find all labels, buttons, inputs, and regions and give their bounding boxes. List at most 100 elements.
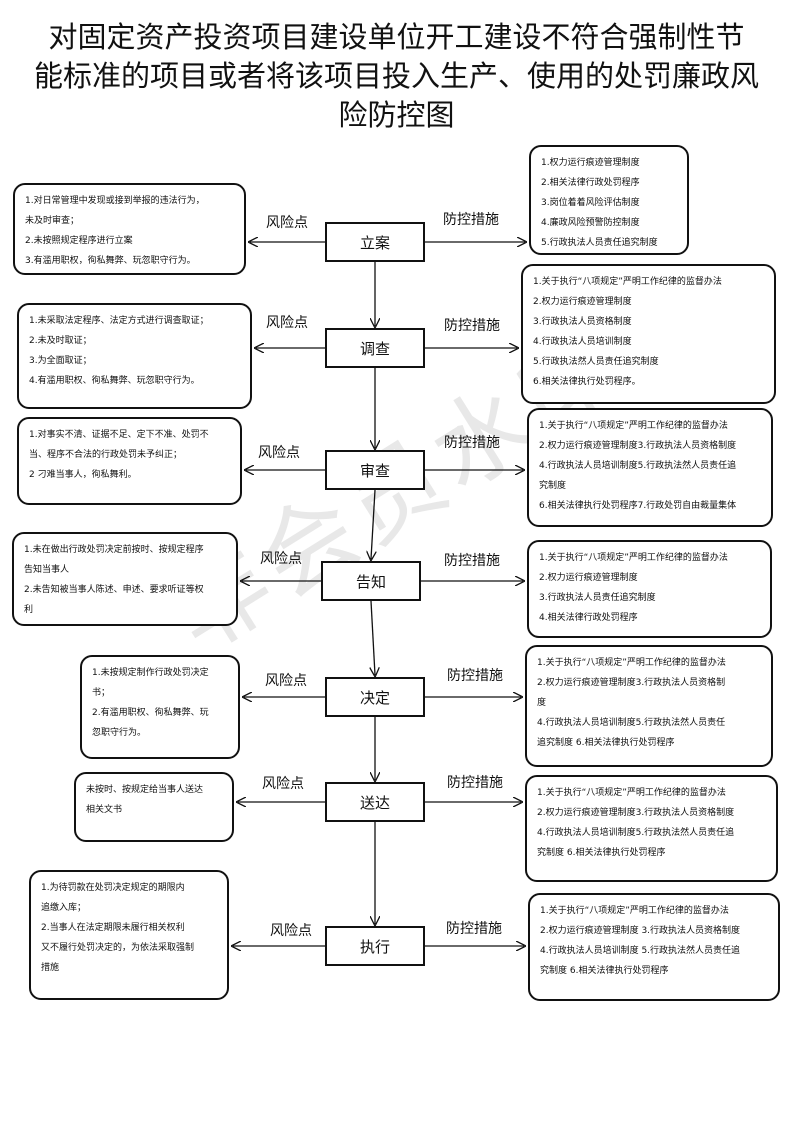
control-item: 4.行政执法人员培训制度 [533,337,632,347]
risk-item: 1.未采取法定程序、法定方式进行调查取证； [29,316,209,326]
risk-item: 未按时、按规定给当事人送达 [86,785,204,795]
control-label: 防控措施 [446,921,502,937]
flow-arrow [371,600,375,675]
control-item: 2.权力运行痕迹管理制度 [539,573,638,583]
control-label: 防控措施 [444,553,500,569]
step-name: 调查 [359,339,390,358]
control-item: 究制度 6.相关法律执行处罚程序 [537,848,666,858]
risk-item: 1.为待罚款在处罚决定规定的期限内 [41,883,185,893]
control-label: 防控措施 [444,435,500,451]
risk-item: 2.未告知被当事人陈述、申述、要求听证等权 [24,585,204,595]
title-line: 对固定资产投资项目建设单位开工建设不符合强制性节 [48,20,745,54]
risk-box: 1.未在做出行政处罚决定前按时、按规定程序告知当事人 2.未告知被当事人陈述、申述… [12,532,238,626]
control-item: 4.廉政风险预警防控制度 [541,218,640,228]
control-item: 5.行政执法人员责任追究制度 [541,238,658,248]
risk-item: 3.为全面取证； [29,356,92,366]
risk-item: 3.有滥用职权，徇私舞弊、玩忽职守行为。 [25,256,196,266]
risk-item: 措施 [41,963,60,973]
control-item: 1.关于执行“八项规定”严明工作纪律的监督办法 [540,906,729,916]
risk-label: 风险点 [262,776,304,792]
step-name: 告知 [355,572,386,591]
step-box: 调查 [325,328,425,368]
risk-item: 相关文书 [86,805,123,815]
flow-arrow [371,489,375,559]
control-item: 2.权力运行痕迹管理制度 [533,297,632,307]
risk-item: 2.未按照规定程序进行立案 [25,236,133,246]
title-line: 能标准的项目或者将该项目投入生产、使用的处罚廉政风 [33,59,759,93]
risk-item: 利 [24,605,34,615]
control-item: 究制度 6.相关法律执行处罚程序 [540,966,669,976]
control-item: 追究制度 6.相关法律执行处罚程序 [537,738,675,748]
control-item: 1.关于执行“八项规定”严明工作纪律的监督办法 [537,788,726,798]
risk-item: 忽职守行为。 [92,728,147,738]
step-name: 执行 [359,937,390,956]
control-item: 4.行政执法人员培训制度5.行政执法然人员责任 [537,718,726,728]
risk-item: 又不履行处罚决定的，为依法采取强制 [41,943,195,953]
step-box: 决定 [325,677,425,717]
risk-item: 1.对日常管理中发现或接到举报的违法行为， [25,196,205,206]
risk-item: 2.有滥用职权、徇私舞弊、玩 [92,708,209,718]
risk-item: 2.未及时取证； [29,336,92,346]
risk-label: 风险点 [260,551,302,567]
risk-item: 书； [92,688,111,698]
control-item: 4.行政执法人员培训制度 5.行政执法然人员责任追 [540,946,741,956]
control-item: 4.相关法律行政处罚程序 [539,613,638,623]
control-item: 1.权力运行痕迹管理制度 [541,158,640,168]
control-item: 2.权力运行痕迹管理制度3.行政执法人员资格制度 [537,808,735,818]
risk-item: 1.对事实不清、证据不足、定下不准、处罚不 [29,430,209,440]
risk-box: 1.对事实不清、证据不足、定下不准、处罚不当、程序不合法的行政处罚未予纠正； 2 … [17,417,242,505]
risk-item: 4.有滥用职权、徇私舞弊、玩忽职守行为。 [29,376,200,386]
step-box: 送达 [325,782,425,822]
step-box: 审查 [325,450,425,490]
control-item: 6.相关法律执行处罚程序。 [533,377,641,387]
risk-label: 风险点 [258,445,300,461]
control-item: 2.相关法律行政处罚程序 [541,178,640,188]
step-name: 立案 [359,233,390,252]
control-item: 1.关于执行“八项规定”严明工作纪律的监督办法 [539,553,728,563]
control-item: 1.关于执行“八项规定”严明工作纪律的监督办法 [537,658,726,668]
risk-label: 风险点 [265,673,307,689]
control-item: 究制度 [539,481,567,491]
control-item: 3.行政执法人员资格制度 [533,317,632,327]
risk-item: 告知当事人 [24,565,70,575]
control-item: 度 [537,698,547,708]
step-box: 立案 [325,222,425,262]
risk-label: 风险点 [266,215,308,231]
title-line: 险防控图 [338,98,455,132]
risk-item: 当、程序不合法的行政处罚未予纠正； [29,450,183,460]
control-item: 6.相关法律执行处罚程序7.行政处罚自由裁量集体 [539,501,737,511]
risk-item: 2 刁难当事人，徇私舞利。 [29,470,137,480]
step-name: 审查 [359,461,390,480]
risk-box: 未按时、按规定给当事人送达相关文书 [74,772,234,842]
control-box: 1.关于执行“八项规定”严明工作纪律的监督办法 2.权力运行痕迹管理制度3.行政执… [527,408,773,527]
step-name: 决定 [359,688,390,707]
control-label: 防控措施 [444,318,500,334]
control-box: 1.关于执行“八项规定”严明工作纪律的监督办法 2.权力运行痕迹管理制度3.行政执… [525,645,773,767]
page-title: 对固定资产投资项目建设单位开工建设不符合强制性节 能标准的项目或者将该项目投入生… [30,18,763,135]
risk-box: 1.未按规定制作行政处罚决定书； 2.有滥用职权、徇私舞弊、玩忽职守行为。 [80,655,240,759]
risk-item: 1.未在做出行政处罚决定前按时、按规定程序 [24,545,204,555]
step-name: 送达 [359,793,390,812]
control-box: 1.关于执行“八项规定”严明工作纪律的监督办法 2.权力运行痕迹管理制度3.行政执… [525,775,778,882]
control-item: 2.权力运行痕迹管理制度3.行政执法人员资格制 [537,678,726,688]
risk-item: 1.未按规定制作行政处罚决定 [92,668,209,678]
risk-item: 2.当事人在法定期限未履行相关权利 [41,923,185,933]
control-box: 1.关于执行“八项规定”严明工作纪律的监督办法 2.权力运行痕迹管理制度 3.行政… [528,893,780,1001]
control-item: 1.关于执行“八项规定”严明工作纪律的监督办法 [539,421,728,431]
control-item: 2.权力运行痕迹管理制度 3.行政执法人员资格制度 [540,926,741,936]
control-label: 防控措施 [447,775,503,791]
control-item: 4.行政执法人员培训制度5.行政执法然人员责任追 [537,828,735,838]
risk-label: 风险点 [270,923,312,939]
control-item: 2.权力运行痕迹管理制度3.行政执法人员资格制度 [539,441,737,451]
step-box: 告知 [321,561,421,601]
risk-label: 风险点 [266,315,308,331]
control-item: 5.行政执法然人员责任追究制度 [533,357,659,367]
risk-box: 1.为待罚款在处罚决定规定的期限内追缴入库；2.当事人在法定期限未履行相关权利又… [29,870,229,1000]
control-item: 1.关于执行“八项规定”严明工作纪律的监督办法 [533,277,722,287]
control-label: 防控措施 [443,212,499,228]
control-box: 1.关于执行“八项规定”严明工作纪律的监督办法 2.权力运行痕迹管理制度 3.行政执… [521,264,776,404]
risk-box: 1.未采取法定程序、法定方式进行调查取证； 2.未及时取证； 3.为全面取证； 4.有… [17,303,252,409]
